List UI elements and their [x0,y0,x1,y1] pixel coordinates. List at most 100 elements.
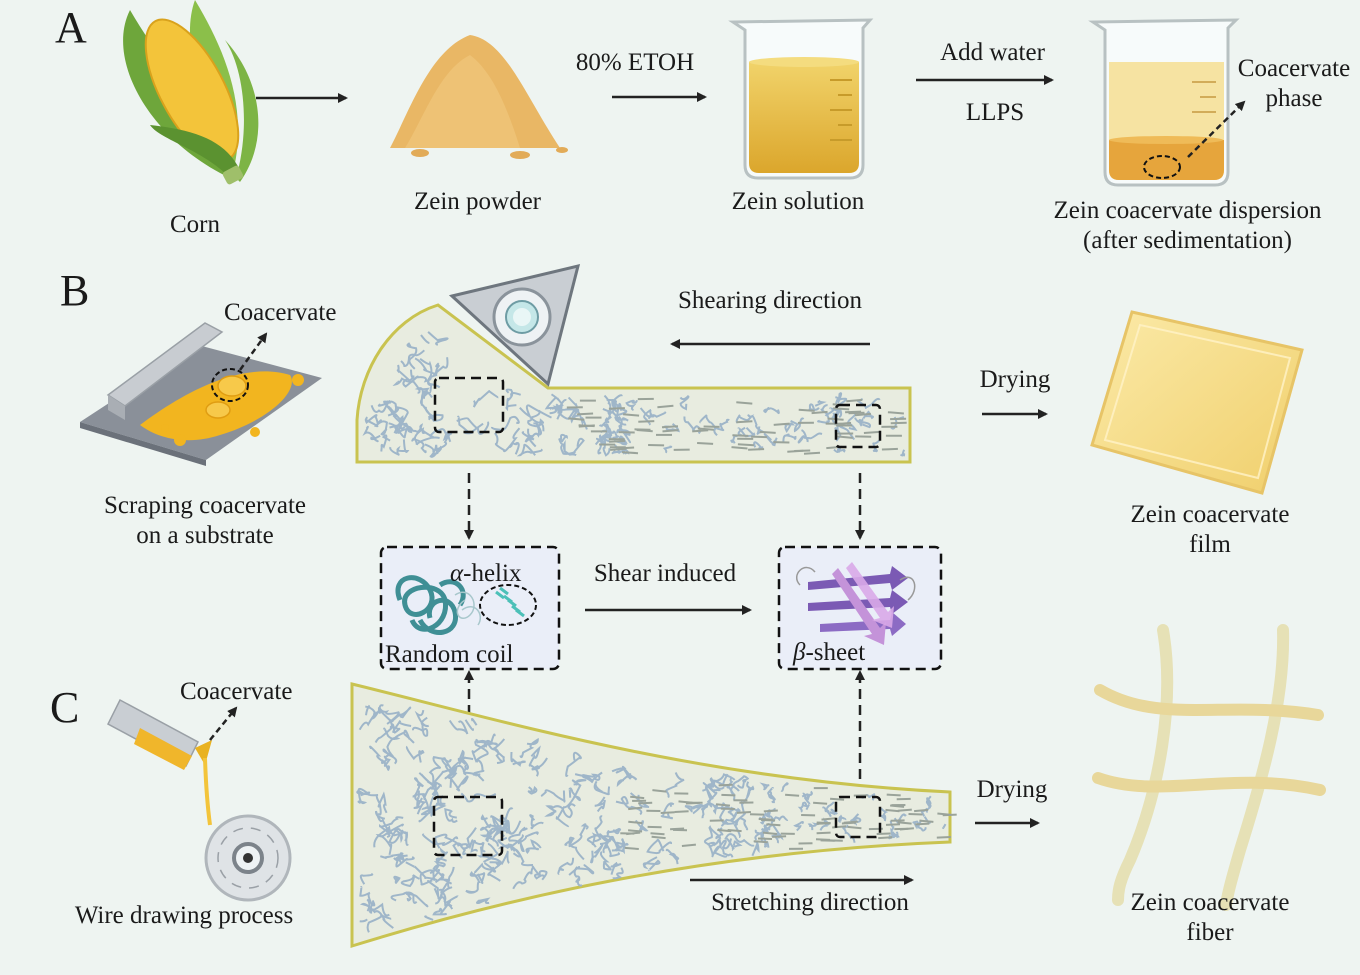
polymer-chain [665,848,680,865]
aligned-segment [721,793,736,797]
polymer-chain [474,740,489,763]
polymer-chain [358,704,384,731]
polymer-chain [817,413,830,424]
polymer-chain [510,751,526,767]
label-add-water: Add water [940,39,1045,66]
aligned-segment [878,836,893,840]
arrow-coacervate-c [209,706,238,741]
polymer-chain [558,433,568,446]
polymer-chain [483,850,510,865]
polymer-chain [374,725,401,743]
aligned-segment [772,835,787,838]
polymer-chain [594,796,606,813]
polymer-chain [801,429,823,440]
aligned-segment [832,825,847,829]
aligned-segment [657,404,674,409]
aligned-segment [847,825,862,830]
aligned-segment [630,795,645,800]
label-coacervate-phase-line1: Coacervate [1237,55,1351,82]
polymer-chain [557,857,575,875]
polymer-chain [383,727,401,758]
aligned-segment [897,808,912,812]
polymer-chain [432,900,452,916]
polymer-chain [456,417,490,435]
polymer-chain [471,733,496,763]
polymer-chain [872,439,880,453]
label-shear-induced: Shear induced [593,560,737,587]
aligned-segment [885,823,901,826]
aligned-segment [881,447,898,451]
polymer-chain [527,409,545,432]
aligned-segment [773,422,790,426]
polymer-chain [808,403,820,412]
aligned-segment [816,831,831,835]
aligned-segment [890,804,905,808]
polymer-chain [527,785,538,795]
aligned-segment [660,811,675,814]
polymer-chain [414,357,449,376]
aligned-segment [751,435,768,439]
polymer-chain [369,745,391,767]
beta-sheet-box [777,545,943,671]
polymer-chain [492,815,512,837]
label-scraping-line1: Scraping coacervate [104,492,306,519]
aligned-segment [785,793,800,797]
polymer-chain [510,391,522,397]
polymer-chain [475,897,491,905]
label-beta-sheet: β-sheet [793,638,865,668]
film-icon [1090,310,1304,495]
polymer-chain [359,873,374,885]
polymer-chain [366,914,392,933]
aligned-segment [748,448,765,451]
polymer-chain [377,791,388,816]
aligned-segment [885,808,900,813]
polymer-chain [427,362,441,389]
polymer-chain [598,415,612,428]
aligned-segment [732,434,749,437]
polymer-chain [590,844,604,864]
polymer-chain [879,807,889,822]
aligned-segment [628,806,643,811]
aligned-segment [815,838,831,841]
aligned-segment [674,810,689,813]
polymer-chain [357,787,371,805]
polymer-chain [746,781,755,793]
aligned-segment [621,451,639,455]
polymer-chain [665,772,685,799]
polymer-chain [494,427,521,453]
polymer-chain [758,814,767,825]
beta-symbol: β [793,639,806,666]
polymer-chain [422,833,459,846]
polymer-chain [614,416,629,426]
label-fiber-line1: Zein coacervate [1130,889,1290,916]
polymer-chain [703,826,716,848]
polymer-chain [470,839,486,853]
aligned-segment [794,449,811,452]
panel-label-a: A [55,3,87,52]
polymer-chain [793,820,804,832]
label-drying-c: Drying [976,776,1048,803]
polymer-chain [735,817,749,831]
polymer-chain [435,866,455,905]
polymer-chain [568,787,582,802]
polymer-chain [706,838,721,847]
polymer-chain [465,872,481,894]
polymer-chain [790,417,805,433]
polymer-chain [387,405,409,423]
polymer-chain [411,436,440,446]
stretched-matrix [350,682,957,949]
polymer-chain [646,838,673,855]
polymer-chain [444,808,458,823]
aligned-segment [830,797,845,801]
aligned-segment [737,443,754,447]
polymer-chain [709,825,723,858]
aligned-segment [618,446,635,450]
polymer-chain [824,801,835,817]
polymer-chain [568,864,595,876]
polymer-chain [555,784,582,828]
polymer-chain [735,414,755,424]
aligned-segment [753,840,768,844]
polymer-chain [413,790,423,810]
polymer-chain [449,775,469,792]
polymer-chain [737,427,756,438]
